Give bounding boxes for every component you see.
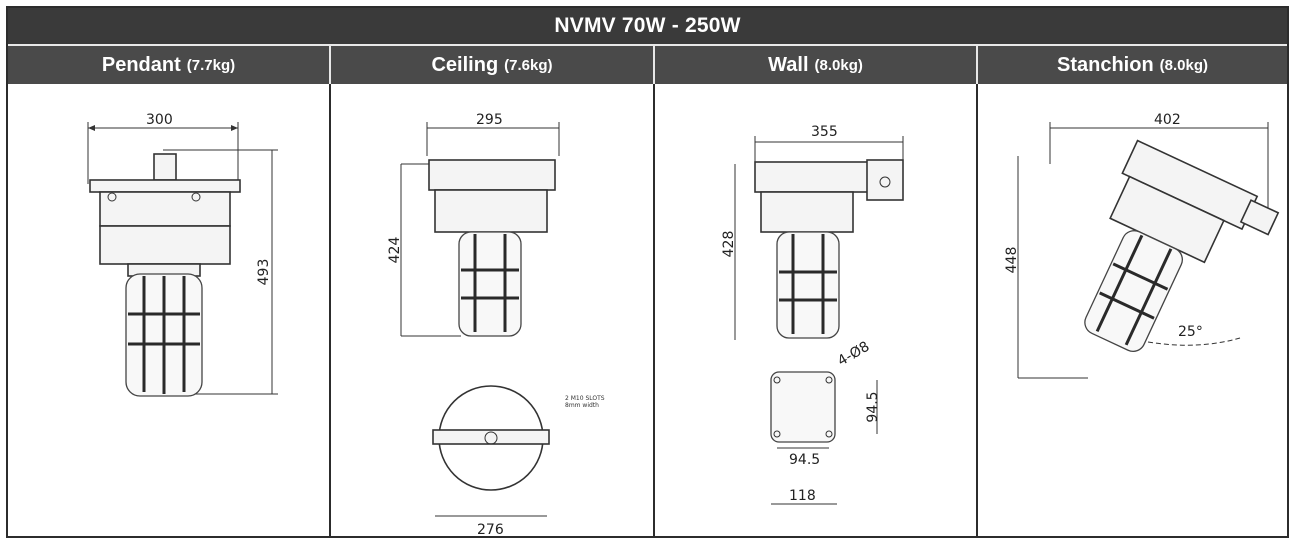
wall-height-label: 428	[721, 231, 737, 258]
header-pendant: Pendant (7.7kg)	[8, 46, 331, 84]
ceiling-base-label: 276	[477, 522, 504, 538]
header-wall: Wall (8.0kg)	[655, 46, 978, 84]
ceiling-width-label: 295	[476, 112, 503, 128]
header-wall-weight: (8.0kg)	[814, 56, 863, 74]
header-pendant-name: Pendant	[101, 53, 181, 76]
wall-width-label: 355	[811, 124, 838, 140]
stanchion-width-label: 402	[1154, 112, 1181, 128]
panel-wall: 355 428 4-Ø8 94.5	[655, 84, 978, 538]
wall-hole-y-label: 94.5	[865, 391, 881, 422]
pendant-drawing: 300 493	[87, 112, 278, 397]
stanchion-height-label: 448	[1004, 247, 1020, 274]
column-header-row: Pendant (7.7kg) Ceiling (7.6kg) Wall (8.…	[8, 46, 1287, 84]
ceiling-note-line2: 8mm width	[565, 402, 599, 409]
wall-holes-label: 4-Ø8	[835, 339, 872, 370]
header-stanchion-name: Stanchion	[1056, 53, 1154, 76]
header-ceiling-name: Ceiling	[431, 53, 499, 76]
wall-plate-label: 118	[789, 488, 816, 504]
header-ceiling-weight: (7.6kg)	[504, 56, 553, 74]
ceiling-note-line1: 2 M10 SLOTS	[565, 395, 605, 402]
ceiling-height-label: 424	[387, 237, 403, 264]
wall-hole-x-label: 94.5	[789, 452, 820, 468]
header-stanchion: Stanchion (8.0kg)	[978, 46, 1287, 84]
header-stanchion-weight: (8.0kg)	[1159, 56, 1209, 74]
header-wall-name: Wall	[768, 53, 809, 76]
pendant-width-label: 300	[146, 112, 173, 128]
header-pendant-weight: (7.7kg)	[186, 56, 236, 74]
wall-drawing: 355 428 4-Ø8 94.5	[721, 124, 904, 505]
panel-stanchion: 402 448 25°	[978, 84, 1287, 538]
panel-ceiling: 295 424 2 M10 SLOTS 8mm width 276	[331, 84, 655, 538]
header-ceiling: Ceiling (7.6kg)	[331, 46, 655, 84]
product-title: NVMV 70W - 250W	[8, 8, 1287, 46]
pendant-height-label: 493	[256, 259, 272, 286]
stanchion-drawing: 402 448 25°	[1004, 112, 1280, 379]
stanchion-angle-label: 25°	[1178, 324, 1203, 340]
spec-sheet: NVMV 70W - 250W Pendant (7.7kg) Ceiling …	[6, 6, 1289, 538]
panel-pendant: 300 493	[8, 84, 331, 538]
drawing-row: 300 493	[8, 84, 1287, 538]
ceiling-drawing: 295 424 2 M10 SLOTS 8mm width 276	[387, 112, 605, 538]
